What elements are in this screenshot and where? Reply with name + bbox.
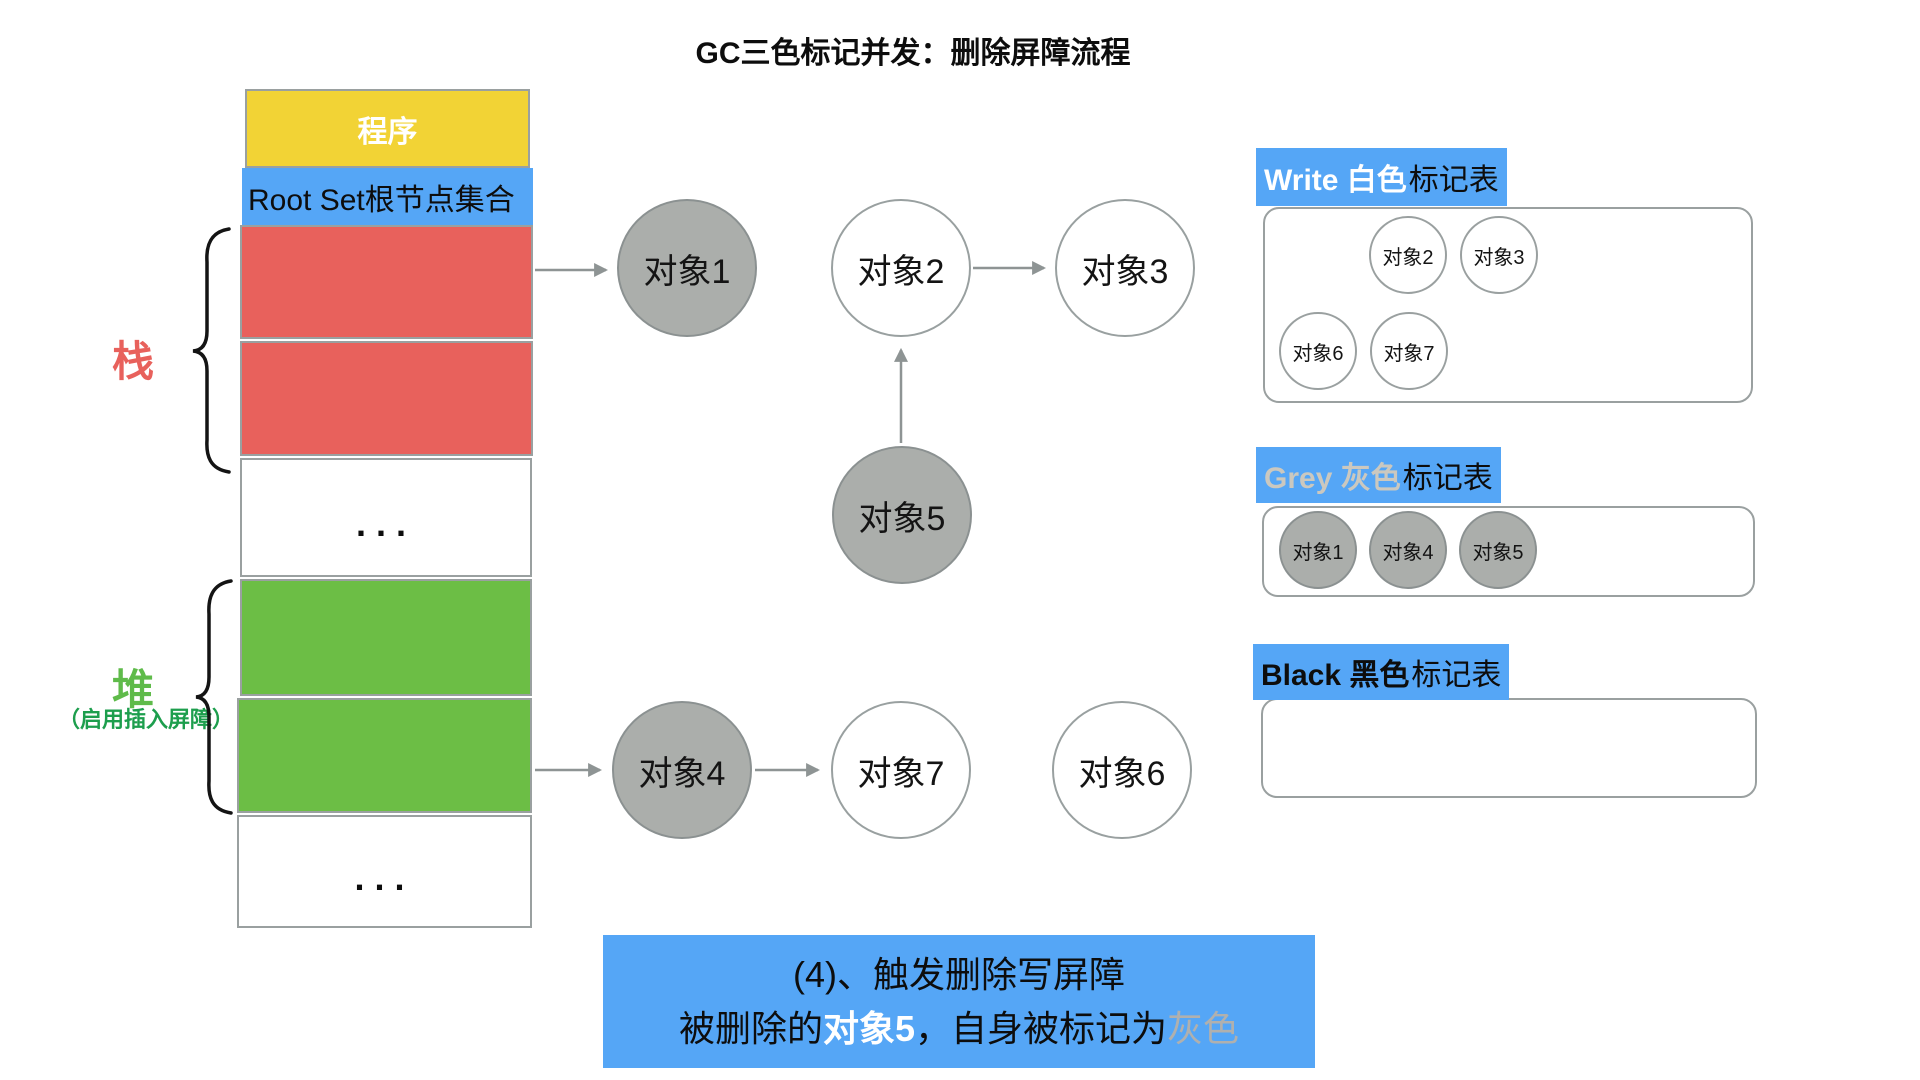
heap-brace: [195, 579, 233, 815]
program-block: 程序: [245, 89, 530, 168]
graph-node-obj3: 对象3: [1055, 199, 1195, 337]
heap-label: 堆: [112, 666, 155, 713]
stack-brace: [192, 227, 231, 474]
white-table-header-colored: Write 白色: [1264, 164, 1407, 197]
white-table-item-obj2: 对象2: [1369, 216, 1447, 294]
caption-line2: 被删除的对象5，自身被标记为灰色: [679, 1002, 1239, 1056]
black-table-box: [1261, 698, 1757, 798]
white-table-item-obj7: 对象7: [1370, 312, 1448, 390]
heap-note-label: （启用插入屏障）: [58, 707, 235, 732]
black-table-header: Black 黑色标记表: [1253, 644, 1510, 700]
grey-table-header-colored: Grey 灰色: [1264, 462, 1401, 495]
caption-line2-grey: 灰色: [1167, 1007, 1240, 1049]
caption-line2-part3: ，自身被标记为: [915, 1007, 1168, 1049]
ellipsis-bottom: ...: [354, 856, 415, 898]
heap-slot-green-2: [237, 698, 532, 813]
grey-table-header: Grey 灰色标记表: [1256, 447, 1501, 503]
white-table-header-suffix: 标记表: [1408, 164, 1499, 197]
graph-node-obj7: 对象7: [831, 701, 971, 839]
black-table-header-colored: Black 黑色: [1261, 659, 1410, 692]
graph-node-obj5: 对象5: [832, 446, 972, 584]
caption-line2-part1: 被删除的: [678, 1007, 823, 1049]
grey-table-header-suffix: 标记表: [1402, 462, 1493, 495]
stack-slot-ellipsis: ...: [240, 458, 532, 577]
stack-slot-red-1: [240, 225, 533, 339]
grey-table-item-obj1: 对象1: [1279, 511, 1357, 589]
grey-table-item-obj4: 对象4: [1369, 511, 1447, 589]
ellipsis-top: ...: [355, 502, 416, 544]
graph-node-obj6: 对象6: [1052, 701, 1192, 839]
root-set-bar: Root Set根节点集合: [242, 168, 533, 225]
step-caption: (4)、触发删除写屏障 被删除的对象5，自身被标记为灰色: [603, 935, 1315, 1068]
white-table-item-obj6: 对象6: [1279, 312, 1357, 390]
white-table-header: Write 白色标记表: [1256, 148, 1507, 206]
grey-table-item-obj5: 对象5: [1459, 511, 1537, 589]
caption-line1: (4)、触发删除写屏障: [793, 953, 1125, 995]
heap-slot-ellipsis: ...: [237, 815, 532, 928]
graph-node-obj2: 对象2: [831, 199, 971, 337]
page-title: GC三色标记并发：删除屏障流程: [695, 37, 1131, 70]
graph-node-obj1: 对象1: [617, 199, 757, 337]
black-table-header-suffix: 标记表: [1411, 659, 1502, 692]
graph-node-obj4: 对象4: [612, 701, 752, 839]
stack-slot-red-2: [240, 341, 533, 456]
caption-line2-obj5: 对象5: [822, 1007, 915, 1049]
heap-slot-green-1: [240, 579, 532, 696]
stack-label: 栈: [112, 338, 155, 385]
white-table-item-obj3: 对象3: [1460, 216, 1538, 294]
